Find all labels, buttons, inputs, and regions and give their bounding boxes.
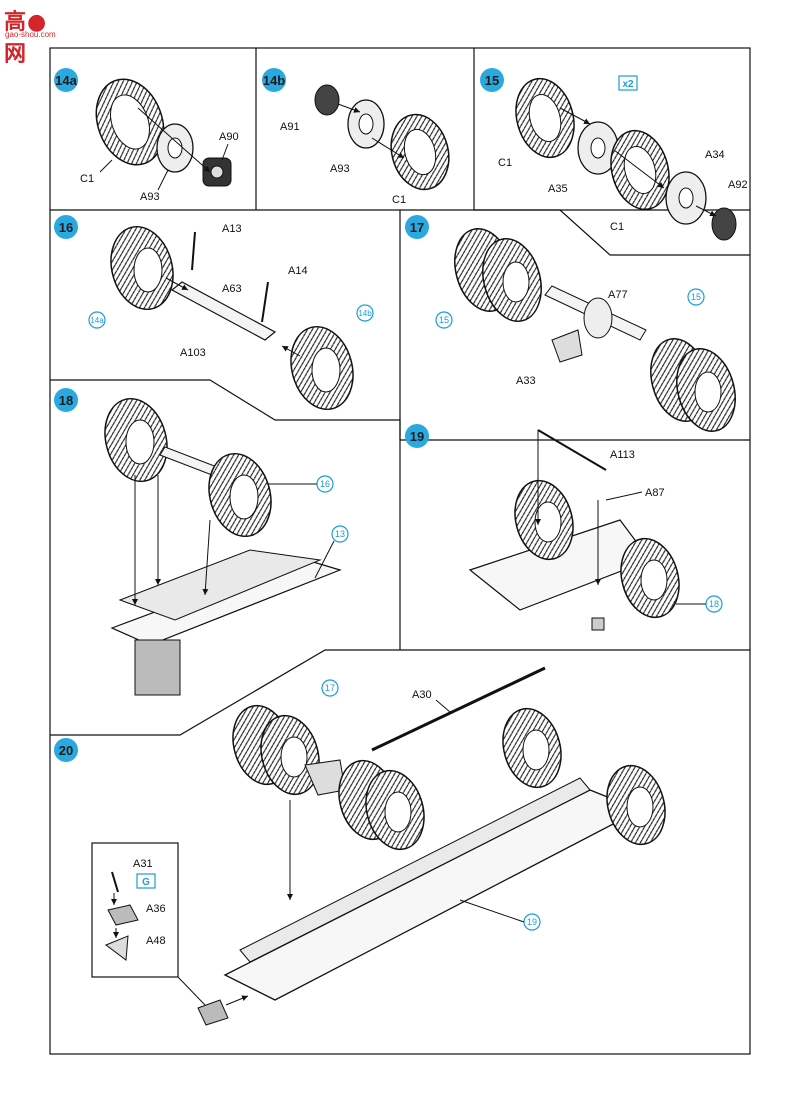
- step-20-label: 20: [59, 743, 73, 758]
- step-14b-drawing: A91 A93 C1: [280, 84, 450, 206]
- step-19: 19: [405, 424, 429, 448]
- step-14a-label: 14a: [55, 73, 77, 88]
- steering-rod-icon: [537, 429, 607, 471]
- step-20-drawing: A30 17 19 A31 G A36 A48: [91, 666, 666, 1026]
- label-a113: A113: [610, 449, 635, 461]
- ref-15-left: 15: [439, 315, 449, 325]
- sub-assembly-box: [91, 842, 179, 978]
- quantity-badge-text: x2: [622, 79, 634, 90]
- label-a13: A13: [222, 223, 242, 235]
- step-15-drawing: x2 C1 A35 C1 A34 A92: [498, 75, 748, 241]
- step-14b: 14b: [262, 68, 286, 92]
- label-a48: A48: [146, 935, 166, 947]
- quantity-badge: [618, 75, 638, 91]
- step-19-label: 19: [410, 429, 424, 444]
- label-a77: A77: [608, 289, 628, 301]
- step-14a-drawing: C1 A93 A90: [80, 78, 239, 203]
- label-a14: A14: [288, 265, 308, 277]
- label-a30: A30: [412, 689, 432, 701]
- label-a63: A63: [222, 283, 242, 295]
- step-16-label: 16: [59, 220, 73, 235]
- label-a87: A87: [645, 487, 665, 499]
- step-20: 20: [54, 738, 78, 762]
- watermark-sub: gao-shou.com: [5, 30, 56, 39]
- step-17-label: 17: [410, 220, 424, 235]
- ref-17: 17: [325, 683, 335, 693]
- step-19-drawing: A113 A87 18: [468, 429, 723, 631]
- label-a35: A35: [548, 183, 568, 195]
- bracket-icon: [107, 904, 139, 926]
- label-a31: A31: [133, 858, 153, 870]
- ref-14a: 14a: [90, 316, 104, 325]
- ref-18: 18: [709, 599, 719, 609]
- watermark-main: 高●网: [4, 10, 48, 67]
- label-c1: C1: [80, 173, 94, 185]
- step-18: 18: [54, 388, 78, 412]
- tag-g-box: [136, 873, 156, 889]
- hub-cap-icon: [711, 207, 737, 241]
- differential-icon: [551, 329, 583, 363]
- label-a93: A93: [140, 191, 160, 203]
- label-a103: A103: [180, 347, 206, 359]
- bracket-icon: [197, 999, 229, 1026]
- step-18-label: 18: [59, 393, 73, 408]
- label-a36: A36: [146, 903, 166, 915]
- label-c1-a: C1: [498, 157, 512, 169]
- label-a93: A93: [330, 163, 350, 175]
- step-circles: 14a 14b 15 16 17 18 19 20: [54, 68, 504, 762]
- step-14b-label: 14b: [263, 73, 285, 88]
- radiator-icon: [134, 639, 181, 696]
- label-c1-b: C1: [610, 221, 624, 233]
- label-a91: A91: [280, 121, 300, 133]
- ref-19: 19: [527, 917, 537, 927]
- ref-15-right: 15: [691, 292, 701, 302]
- step-17: 17: [405, 215, 429, 239]
- step-16-drawing: A13 A14 A63 A103 14a 14b: [88, 223, 374, 411]
- driveshaft-icon: [371, 666, 546, 752]
- lever-icon: [111, 871, 119, 893]
- label-a90: A90: [219, 131, 239, 143]
- ref-13: 13: [335, 529, 345, 539]
- step-16: 16: [54, 215, 78, 239]
- step-17-drawing: A77 A33 15 15: [435, 228, 736, 432]
- watermark-logo: 高●网 gao-shou.com: [4, 4, 70, 67]
- ref-14b: 14b: [358, 309, 372, 318]
- hub-cap-icon: [314, 84, 340, 116]
- label-a34: A34: [705, 149, 725, 161]
- step-15-label: 15: [485, 73, 499, 88]
- chassis-frame-icon: [223, 789, 642, 1001]
- label-a33: A33: [516, 375, 536, 387]
- label-c1: C1: [392, 194, 406, 206]
- step-15: 15: [480, 68, 504, 92]
- label-a92: A92: [728, 179, 748, 191]
- flap-icon: [104, 935, 129, 961]
- step-18-drawing: 16 13: [104, 397, 349, 696]
- step-14a: 14a: [54, 68, 78, 92]
- tag-g-text: G: [142, 877, 150, 888]
- panel-frame: [49, 47, 751, 1055]
- ref-16: 16: [320, 479, 330, 489]
